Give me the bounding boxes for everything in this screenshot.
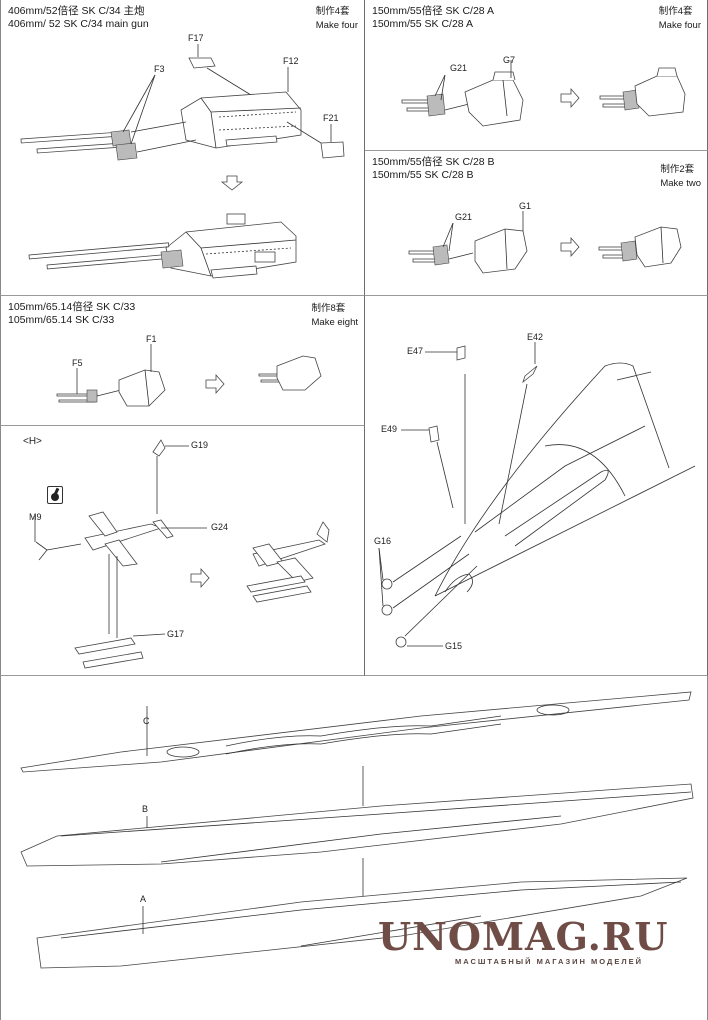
part-label: G19 xyxy=(191,440,209,450)
hull-diagram xyxy=(20,691,694,969)
panel-title: 150mm/55倍径 SK C/28 B 150mm/55 SK C/28 B xyxy=(372,156,495,182)
step-label: <H> xyxy=(23,436,42,447)
part-label: B xyxy=(142,804,149,814)
quantity-note: 制作4套 Make four xyxy=(316,5,358,33)
aircraft-diagram xyxy=(34,439,330,669)
qty-cn: 制作2套 xyxy=(660,164,695,175)
part-label: C xyxy=(143,716,150,726)
part-label: G17 xyxy=(167,629,185,639)
panel-title: 150mm/55倍径 SK C/28 A 150mm/55 SK C/28 A xyxy=(372,5,494,31)
title-en: 150mm/55 SK C/28 A xyxy=(372,18,473,30)
quantity-note: 制作2套 Make two xyxy=(660,163,701,191)
title-cn: 150mm/55倍径 SK C/28 B xyxy=(372,156,495,168)
step-arrow-right xyxy=(560,87,580,109)
secondary-a-diagram xyxy=(401,60,686,127)
panel-secondary-a: 150mm/55倍径 SK C/28 A 150mm/55 SK C/28 A … xyxy=(365,0,708,151)
title-en: 150mm/55 SK C/28 B xyxy=(372,169,474,181)
part-label: F1 xyxy=(146,334,157,344)
paint-drop-icon xyxy=(47,486,63,504)
panel-aa-gun: 105mm/65.14倍径 SK C/33 105mm/65.14 SK C/3… xyxy=(0,296,365,426)
part-label: F17 xyxy=(188,33,204,43)
part-label: G1 xyxy=(519,201,532,211)
qty-cn: 制作8套 xyxy=(311,303,346,314)
panel-secondary-b: 150mm/55倍径 SK C/28 B 150mm/55 SK C/28 B … xyxy=(365,151,708,296)
part-label: E49 xyxy=(381,424,398,434)
step-arrow-right xyxy=(560,236,580,258)
part-label: F21 xyxy=(323,113,339,123)
main-gun-diagram xyxy=(20,44,345,279)
panel-title: 406mm/52倍径 SK C/34 主炮 406mm/ 52 SK C/34 … xyxy=(8,5,149,31)
part-label: F3 xyxy=(154,64,165,74)
panel-hull-assembly: C B A xyxy=(0,676,708,1020)
quantity-note: 制作4套 Make four xyxy=(659,5,701,33)
title-en: 105mm/65.14 SK C/33 xyxy=(8,314,115,326)
step-arrow-right xyxy=(190,567,210,589)
panel-main-gun: 406mm/52倍径 SK C/34 主炮 406mm/ 52 SK C/34 … xyxy=(0,0,365,296)
part-label: G15 xyxy=(445,641,463,651)
part-label: F5 xyxy=(72,358,83,368)
part-label: M9 xyxy=(29,512,42,522)
qty-en: Make four xyxy=(315,20,358,31)
qty-en: Make two xyxy=(660,178,701,189)
part-label: G7 xyxy=(503,55,516,65)
step-arrow-down xyxy=(220,175,244,191)
qty-cn: 制作4套 xyxy=(658,6,693,17)
part-label: E42 xyxy=(527,332,544,342)
title-en: 406mm/ 52 SK C/34 main gun xyxy=(8,18,149,30)
panel-stern: E47 E42 E49 G16 G15 xyxy=(365,296,708,676)
part-f21-drawing xyxy=(320,141,345,159)
watermark-tagline: МАСШТАБНЫЙ МАГАЗИН МОДЕЛЕЙ xyxy=(455,957,644,966)
qty-en: Make four xyxy=(658,20,701,31)
stern-diagram xyxy=(378,342,696,648)
barrels-f3 xyxy=(20,74,197,161)
watermark-brand: UNOMAG.RU xyxy=(378,914,669,959)
turret-body-exploded xyxy=(180,67,322,149)
part-label: E47 xyxy=(407,346,424,356)
aa-gun-diagram xyxy=(56,344,322,407)
title-cn: 406mm/52倍径 SK C/34 主炮 xyxy=(8,5,145,17)
title-cn: 150mm/55倍径 SK C/28 A xyxy=(372,5,494,17)
turret-assembled xyxy=(28,213,297,279)
part-label: A xyxy=(140,894,147,904)
secondary-b-diagram xyxy=(408,211,682,274)
part-label: G21 xyxy=(450,63,468,73)
panel-title: 105mm/65.14倍径 SK C/33 105mm/65.14 SK C/3… xyxy=(8,301,135,327)
part-label: F12 xyxy=(283,56,299,66)
quantity-note: 制作8套 Make eight xyxy=(312,302,358,330)
panel-aircraft: <H> G19 M9 G24 G17 xyxy=(0,426,365,676)
part-f17-drawing xyxy=(188,44,252,96)
qty-en: Make eight xyxy=(311,317,358,328)
part-label: G16 xyxy=(374,536,392,546)
step-arrow-right xyxy=(205,373,225,395)
part-label: G24 xyxy=(211,522,229,532)
title-cn: 105mm/65.14倍径 SK C/33 xyxy=(8,301,136,313)
qty-cn: 制作4套 xyxy=(315,6,350,17)
part-label: G21 xyxy=(455,212,473,222)
